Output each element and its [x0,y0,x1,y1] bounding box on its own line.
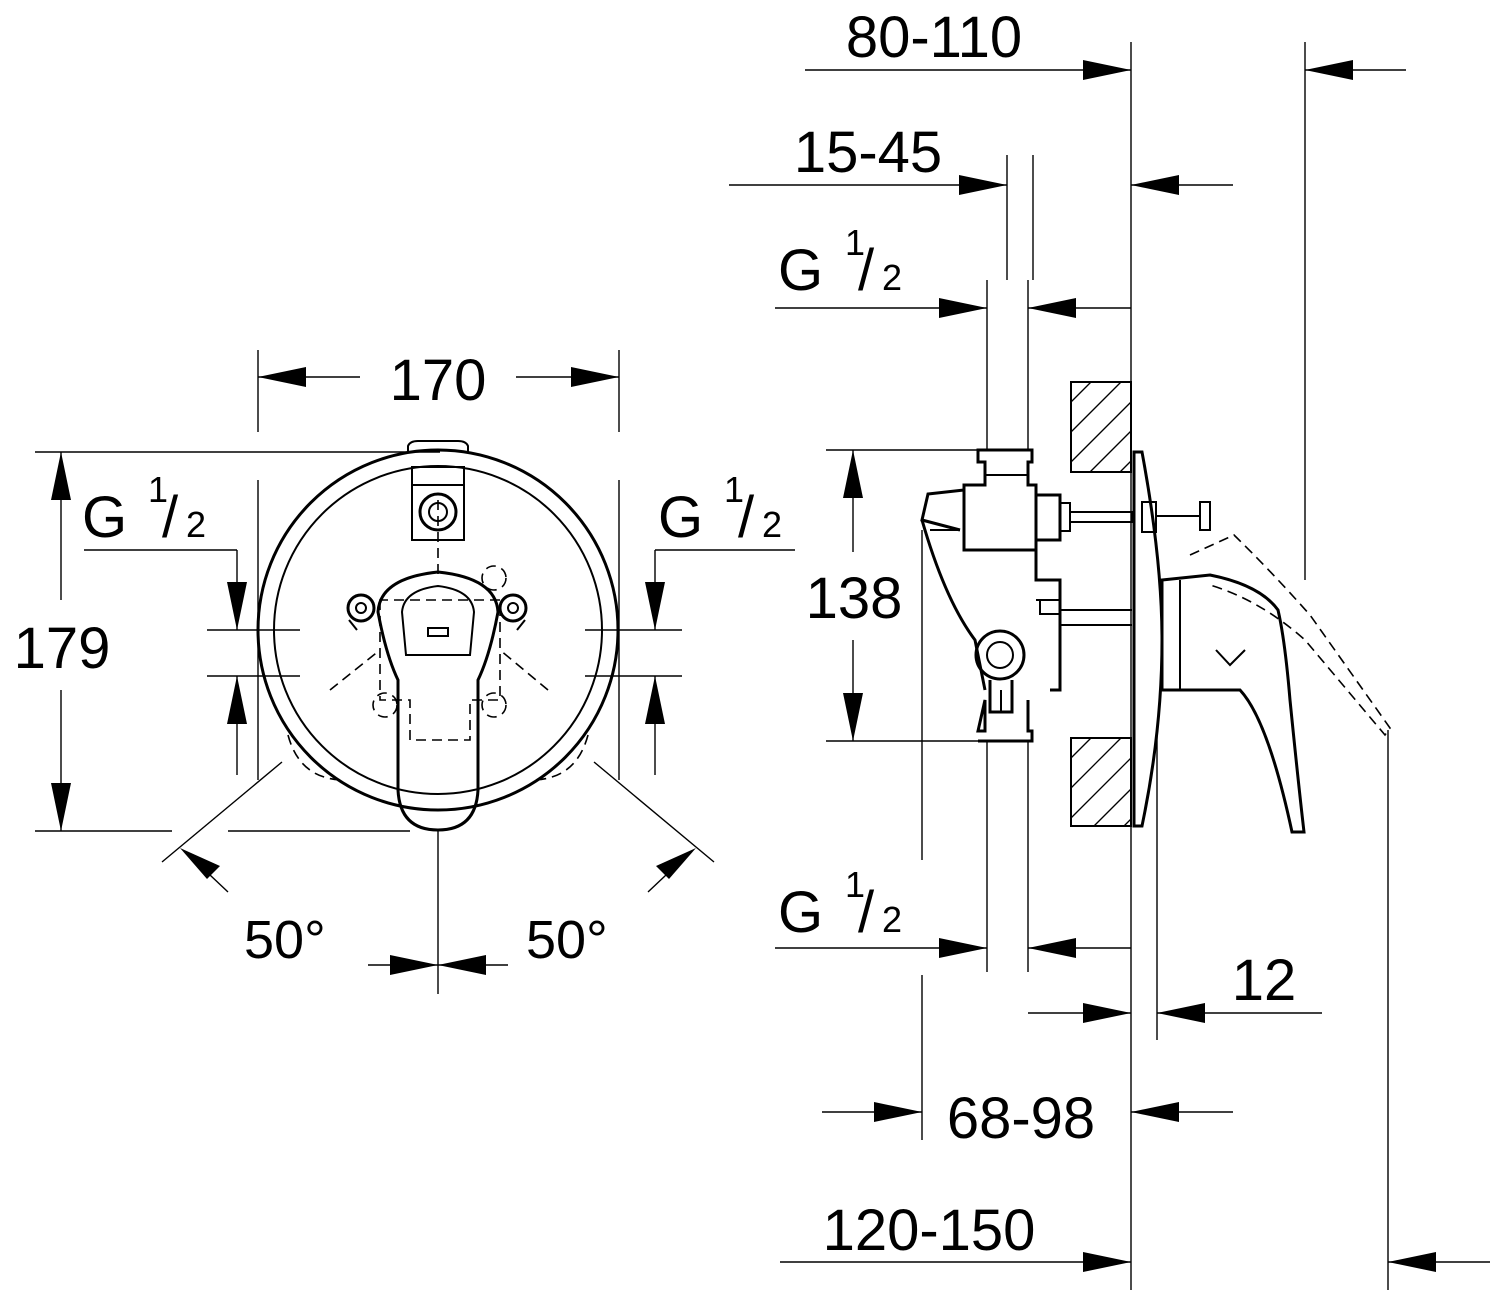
inlet-bottom-side-numerator: 1 [845,864,865,905]
inlet-top-side-numerator: 1 [845,222,865,263]
rotation-angles: 50° 50° [161,761,715,994]
side-view: 80-110 15-45 G 1 / 2 [729,5,1490,1290]
inlet-left-numerator: 1 [148,469,168,510]
inlet-right-dimension: G 1 / 2 [585,469,795,775]
dim-138-label: 138 [806,566,903,631]
dim-12-label: 12 [1232,948,1297,1013]
inlet-right-slash: / [738,485,755,550]
top-outlet [411,466,465,541]
valve-body-side [920,448,1133,743]
front-view: 170 179 G 1 / 2 [14,348,795,994]
angle-right-label: 50° [526,910,608,970]
width-dimension: 170 [257,348,620,432]
height-dimension: 179 [14,451,440,832]
wall-section-lower [1070,737,1132,827]
width-label: 170 [390,348,487,413]
inlet-top-side-dimension: G 1 / 2 [775,222,1131,450]
inlet-right-denominator: 2 [762,504,782,545]
dim-138: 138 [806,449,985,742]
dim-120-150-label: 120-150 [823,1198,1036,1263]
dim-15-45: 15-45 [729,120,1233,280]
dim-68-98-label: 68-98 [947,1086,1095,1151]
dim-12: 12 [1028,735,1322,1040]
inlet-bottom-side-dimension: G 1 / 2 [775,530,1131,972]
dim-15-45-label: 15-45 [794,120,942,185]
inlet-bottom-side-denominator: 2 [882,899,902,940]
valve-body-hidden [287,500,589,781]
cover-plate-side [1132,450,1211,828]
inlet-left-letter: G [82,485,127,550]
dim-68-98: 68-98 [822,975,1233,1151]
inlet-top-side-slash: / [858,238,875,303]
inlet-right-letter: G [658,485,703,550]
lever-handle [376,570,500,832]
dim-120-150: 120-150 [780,730,1490,1290]
inlet-left-denominator: 2 [186,504,206,545]
wall-section-upper [1070,381,1132,473]
inlet-bottom-side-letter: G [778,880,823,945]
inlet-left-slash: / [162,485,179,550]
inlet-right-numerator: 1 [724,469,744,510]
inlet-bottom-side-slash: / [858,880,875,945]
dim-80-110-label: 80-110 [846,5,1022,70]
inlet-top-side-letter: G [778,238,823,303]
handle-side [1160,534,1391,834]
angle-left-label: 50° [244,910,326,970]
dim-80-110: 80-110 [805,5,1406,80]
inlet-top-side-denominator: 2 [882,257,902,298]
inlet-left-dimension: G 1 / 2 [82,469,300,775]
height-label: 179 [14,616,111,681]
escutcheon-plate [256,440,620,812]
inlet-knobs [346,593,528,631]
